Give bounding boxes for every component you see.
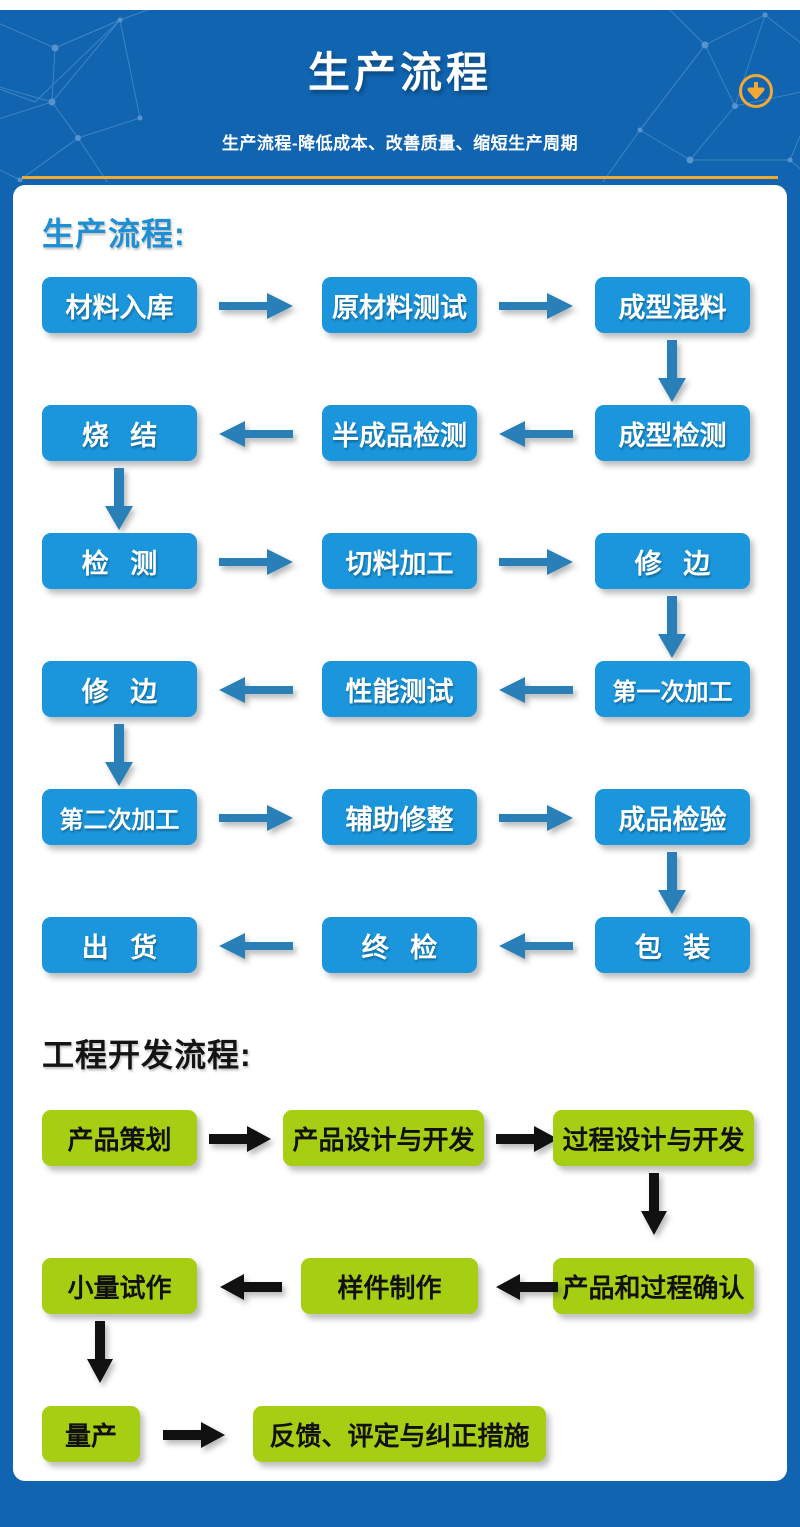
arrow-down-icon (641, 1173, 667, 1235)
content-frame: 生产流程: 材料入库 原材料测试 成型混料 成 (0, 182, 800, 1527)
page-title: 生产流程 (307, 49, 492, 96)
arrow-left-icon (220, 1274, 282, 1300)
arrow-left-icon (499, 933, 573, 959)
arrow-down-icon (658, 852, 686, 914)
node-process-design-development[interactable]: 过程设计与开发 (553, 1110, 754, 1166)
arrow-left-icon (219, 933, 293, 959)
node-sample-making[interactable]: 样件制作 (301, 1258, 478, 1314)
section-heading-production: 生产流程: (42, 216, 186, 252)
arrow-right-icon (219, 549, 293, 575)
arrow-right-icon (219, 293, 293, 319)
node-performance-test[interactable]: 性能测试 (322, 661, 477, 717)
arrow-right-icon (496, 1126, 558, 1152)
network-pattern-decoration (0, 10, 800, 185)
arrow-right-icon (499, 293, 573, 319)
node-final-inspection[interactable]: 终 检 (322, 917, 477, 973)
section-heading-engineering: 工程开发流程: (42, 1037, 252, 1073)
node-forming-mix[interactable]: 成型混料 (595, 277, 750, 333)
node-trimming-first[interactable]: 修 边 (595, 533, 750, 589)
node-packaging[interactable]: 包 装 (595, 917, 750, 973)
content-card: 生产流程: 材料入库 原材料测试 成型混料 成 (13, 185, 787, 1481)
arrow-left-icon (499, 677, 573, 703)
node-auxiliary-trim[interactable]: 辅助修整 (322, 789, 477, 845)
download-circle-icon[interactable] (739, 74, 773, 108)
node-cutting-processing[interactable]: 切料加工 (322, 533, 477, 589)
node-trimming-second[interactable]: 修 边 (42, 661, 197, 717)
arrow-right-icon (209, 1126, 271, 1152)
node-feedback-assessment-corrective[interactable]: 反馈、评定与纠正措施 (253, 1406, 546, 1462)
arrow-down-icon (658, 596, 686, 658)
node-forming-inspection[interactable]: 成型检测 (595, 405, 750, 461)
node-raw-material-test[interactable]: 原材料测试 (322, 277, 477, 333)
node-finished-inspection[interactable]: 成品检验 (595, 789, 750, 845)
arrow-left-icon (496, 1274, 558, 1300)
node-shipment[interactable]: 出 货 (42, 917, 197, 973)
node-product-design-development[interactable]: 产品设计与开发 (283, 1110, 484, 1166)
arrow-right-icon (499, 549, 573, 575)
arrow-left-icon (219, 421, 293, 447)
arrow-down-icon (105, 468, 133, 530)
arrow-left-icon (219, 677, 293, 703)
node-material-warehousing[interactable]: 材料入库 (42, 277, 197, 333)
node-product-process-validation[interactable]: 产品和过程确认 (553, 1258, 754, 1314)
node-second-processing[interactable]: 第二次加工 (42, 789, 197, 845)
page-subtitle: 生产流程-降低成本、改善质量、缩短生产周期 (221, 134, 579, 153)
arrow-down-icon (105, 724, 133, 786)
arrow-right-icon (499, 805, 573, 831)
arrow-down-icon (87, 1321, 113, 1383)
node-inspection[interactable]: 检 测 (42, 533, 197, 589)
node-small-batch-trial[interactable]: 小量试作 (42, 1258, 197, 1314)
page-header: 生产流程 生产流程-降低成本、改善质量、缩短生产周期 (0, 10, 800, 185)
node-first-processing[interactable]: 第一次加工 (595, 661, 750, 717)
node-mass-production[interactable]: 量产 (42, 1406, 140, 1462)
node-semifinished-inspection[interactable]: 半成品检测 (322, 405, 477, 461)
node-product-planning[interactable]: 产品策划 (42, 1110, 197, 1166)
arrow-right-icon (219, 805, 293, 831)
node-sintering[interactable]: 烧 结 (42, 405, 197, 461)
arrow-down-icon (658, 340, 686, 402)
arrow-left-icon (499, 421, 573, 447)
header-divider (22, 176, 778, 179)
arrow-right-icon (163, 1422, 225, 1448)
